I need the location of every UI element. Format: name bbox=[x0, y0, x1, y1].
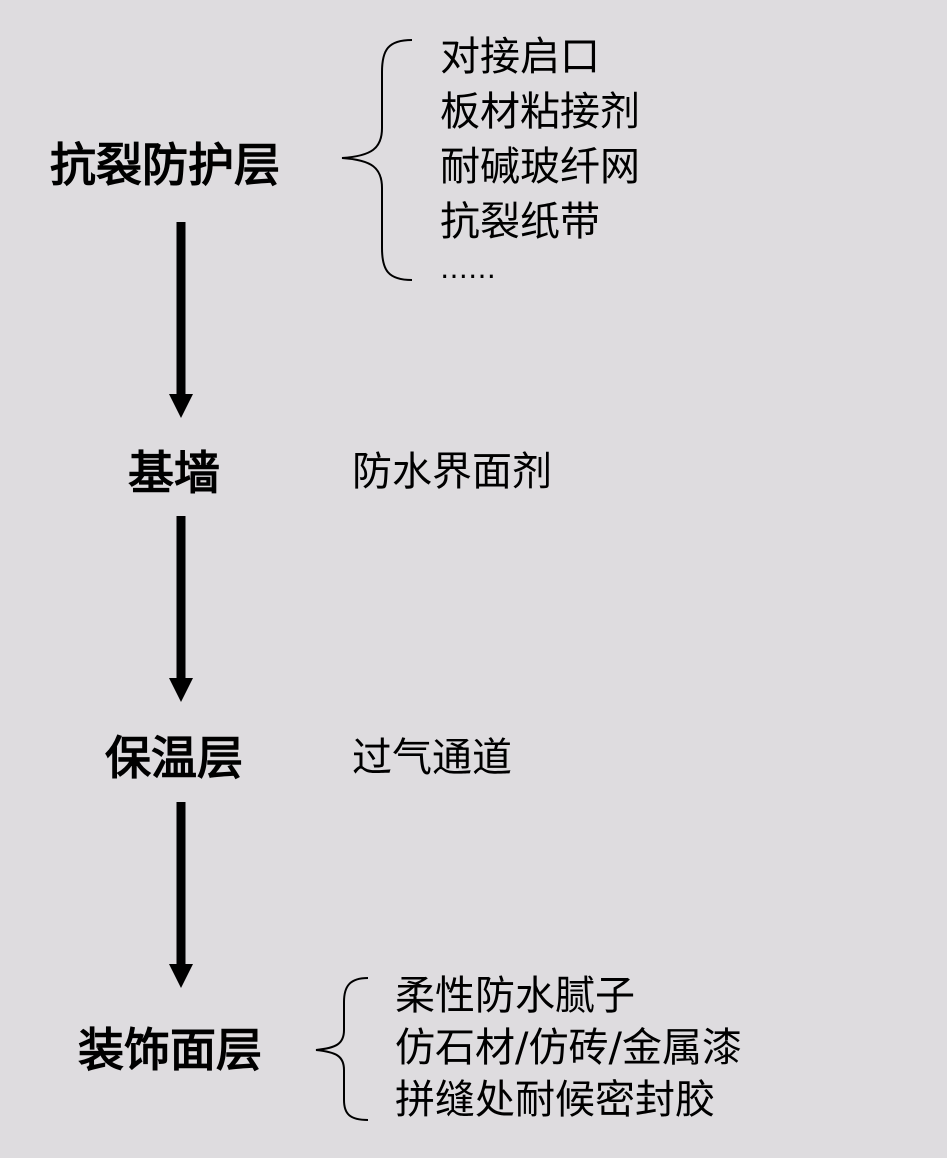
curly-brace-top bbox=[341, 39, 413, 281]
list-item: 板材粘接剂 bbox=[440, 89, 640, 135]
list-item: 柔性防水腻子 bbox=[395, 973, 635, 1019]
flow-arrow-3 bbox=[169, 802, 193, 988]
layer-title-insulation: 保温层 bbox=[105, 731, 243, 785]
list-item: 耐碱玻纤网 bbox=[440, 144, 640, 190]
list-item: 对接启口 bbox=[440, 34, 600, 80]
list-item: 仿石材/仿砖/金属漆 bbox=[395, 1025, 742, 1071]
flow-arrow-1 bbox=[169, 222, 193, 418]
crack-protection-items: 对接启口 板材粘接剂 耐碱玻纤网 抗裂纸带 …… bbox=[440, 31, 640, 291]
base-wall-item: 防水界面剂 bbox=[352, 449, 552, 495]
flow-arrow-2 bbox=[169, 516, 193, 702]
curly-brace-bottom bbox=[315, 977, 369, 1121]
decorative-finish-items: 柔性防水腻子 仿石材/仿砖/金属漆 拼缝处耐候密封胶 bbox=[395, 971, 742, 1127]
list-item: 拼缝处耐候密封胶 bbox=[395, 1077, 715, 1123]
layer-title-decorative-finish: 装饰面层 bbox=[78, 1023, 262, 1077]
list-item: 抗裂纸带 bbox=[440, 199, 600, 245]
layer-title-base-wall: 基墙 bbox=[128, 446, 220, 500]
list-item: …… bbox=[440, 252, 496, 285]
insulation-item: 过气通道 bbox=[352, 735, 512, 781]
layer-title-crack-protection: 抗裂防护层 bbox=[50, 138, 280, 192]
